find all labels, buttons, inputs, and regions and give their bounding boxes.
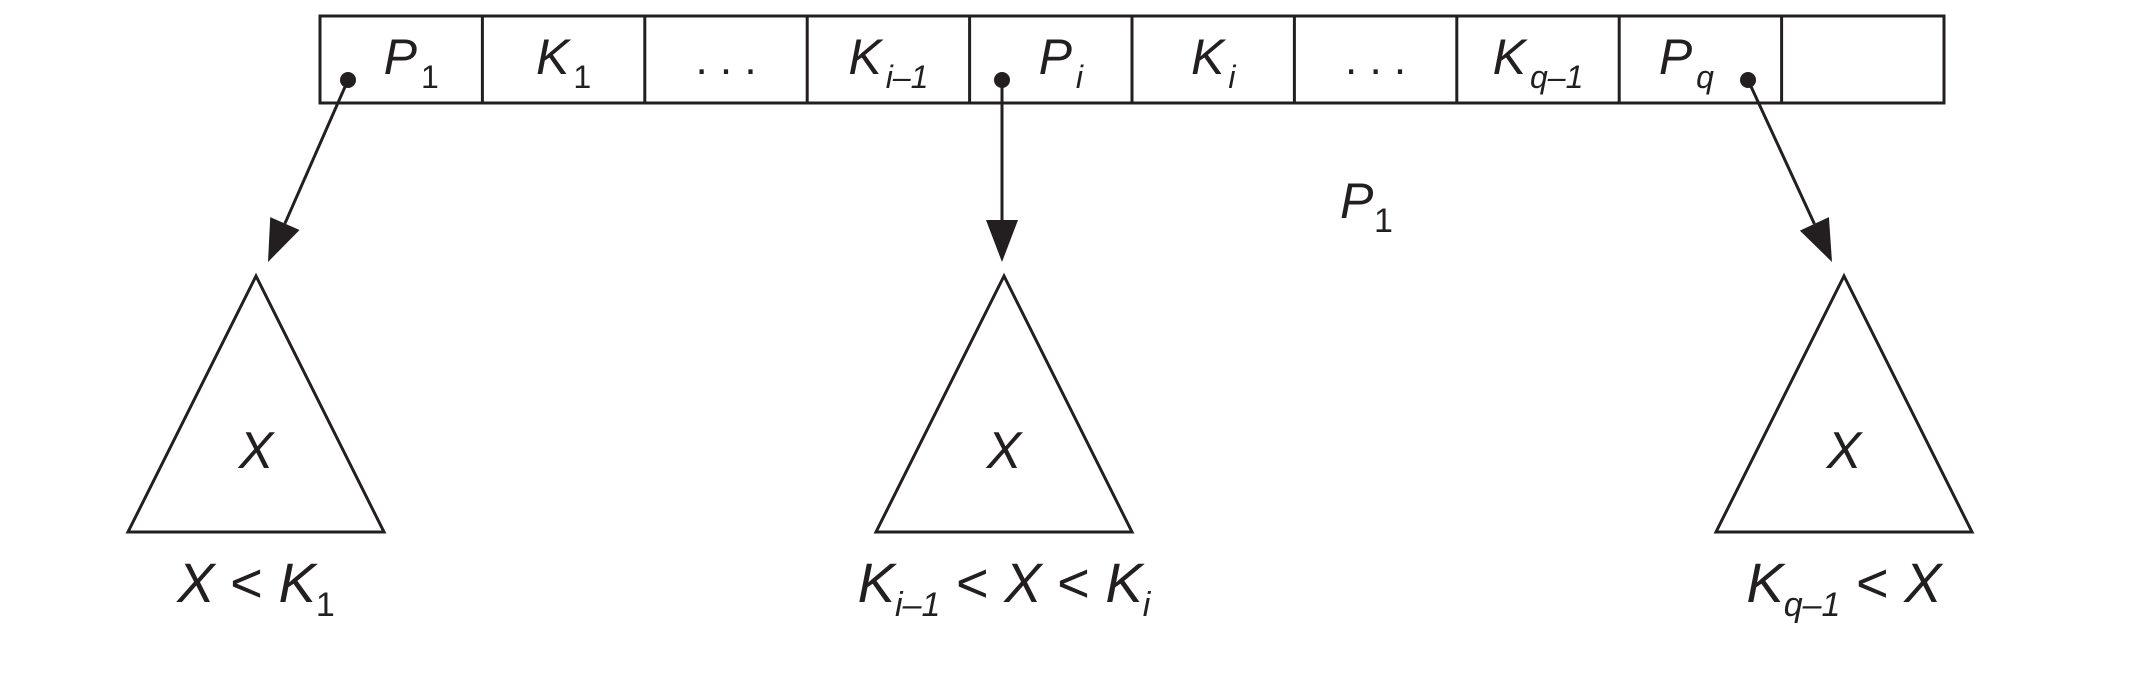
cell-label-base: K — [1493, 29, 1529, 85]
arrow-pq — [1740, 72, 1832, 262]
cell-label-base: K — [536, 29, 572, 85]
subtree-right: XKq₋₁ < XKq–1 < X — [1713, 272, 1975, 624]
arrow-shaft — [283, 79, 350, 225]
subtree-inner-label: X — [238, 422, 276, 480]
subtree-condition: Kq₋₁ < XKq–1 < X — [1746, 551, 1944, 624]
arrow-p1 — [268, 72, 356, 262]
floating-pointer-label: P 1 — [1340, 173, 1393, 240]
cell-label-base: P — [384, 29, 418, 85]
node-cell-dots1: . . . — [643, 16, 757, 103]
condition-part: < — [215, 551, 279, 614]
cell-label-sub: i — [1076, 59, 1084, 95]
subtree-triangle — [125, 272, 387, 534]
subtree-middle: XKᵢ₋₁ < X < KᵢKi–1 < X < Ki — [858, 272, 1152, 624]
condition-part: q–1 — [1784, 586, 1841, 624]
cell-label-base: P — [1659, 29, 1693, 85]
node-cell-dots2: . . . — [1292, 16, 1406, 103]
condition-part: i — [1143, 586, 1152, 624]
cell-label-sub: i — [1228, 59, 1236, 95]
cell-label-sub: q–1 — [1530, 59, 1583, 95]
arrow-head — [986, 220, 1018, 262]
condition-part: < — [940, 551, 1004, 614]
pointer-arrows — [268, 72, 1832, 262]
cell-label-base: K — [848, 29, 884, 85]
cell-label-sub: 1 — [421, 59, 439, 95]
condition-part: 1 — [316, 586, 335, 624]
condition-part: < — [1840, 551, 1904, 614]
subtree-condition: Kᵢ₋₁ < X < KᵢKi–1 < X < Ki — [858, 551, 1152, 624]
condition-part: K — [1105, 551, 1145, 614]
floating-label-base: P — [1340, 173, 1374, 229]
condition-part: K — [1746, 551, 1786, 614]
condition-part: X — [1002, 551, 1044, 614]
subtree-inner-label: X — [1826, 422, 1864, 480]
arrow-head — [1799, 217, 1832, 262]
condition-part: K — [858, 551, 898, 614]
cell-label-base: K — [1191, 29, 1227, 85]
condition-part: < — [1042, 551, 1106, 614]
cell-label-sub: q — [1696, 59, 1714, 95]
condition-part: X — [175, 551, 217, 614]
condition-part: K — [278, 551, 318, 614]
subtree-condition: X < K₁X < K1 — [175, 551, 335, 624]
subtree-left: XX < K₁X < K1 — [125, 272, 387, 624]
cell-label-sub: i–1 — [886, 59, 929, 95]
arrow-pi — [986, 72, 1018, 262]
cell-label-sub: 1 — [573, 59, 591, 95]
condition-part: X — [1902, 551, 1944, 614]
cell-ellipsis: . . . — [695, 35, 756, 84]
subtree-inner-label: X — [986, 422, 1024, 480]
cell-label-base: P — [1039, 29, 1073, 85]
subtree-triangle — [1713, 272, 1975, 534]
arrow-shaft — [1746, 79, 1816, 225]
condition-part: i–1 — [895, 586, 940, 624]
subtree-triangle — [873, 272, 1135, 534]
arrow-head — [268, 217, 300, 262]
cell-ellipsis: . . . — [1345, 35, 1406, 84]
floating-label-sub: 1 — [1374, 202, 1393, 240]
